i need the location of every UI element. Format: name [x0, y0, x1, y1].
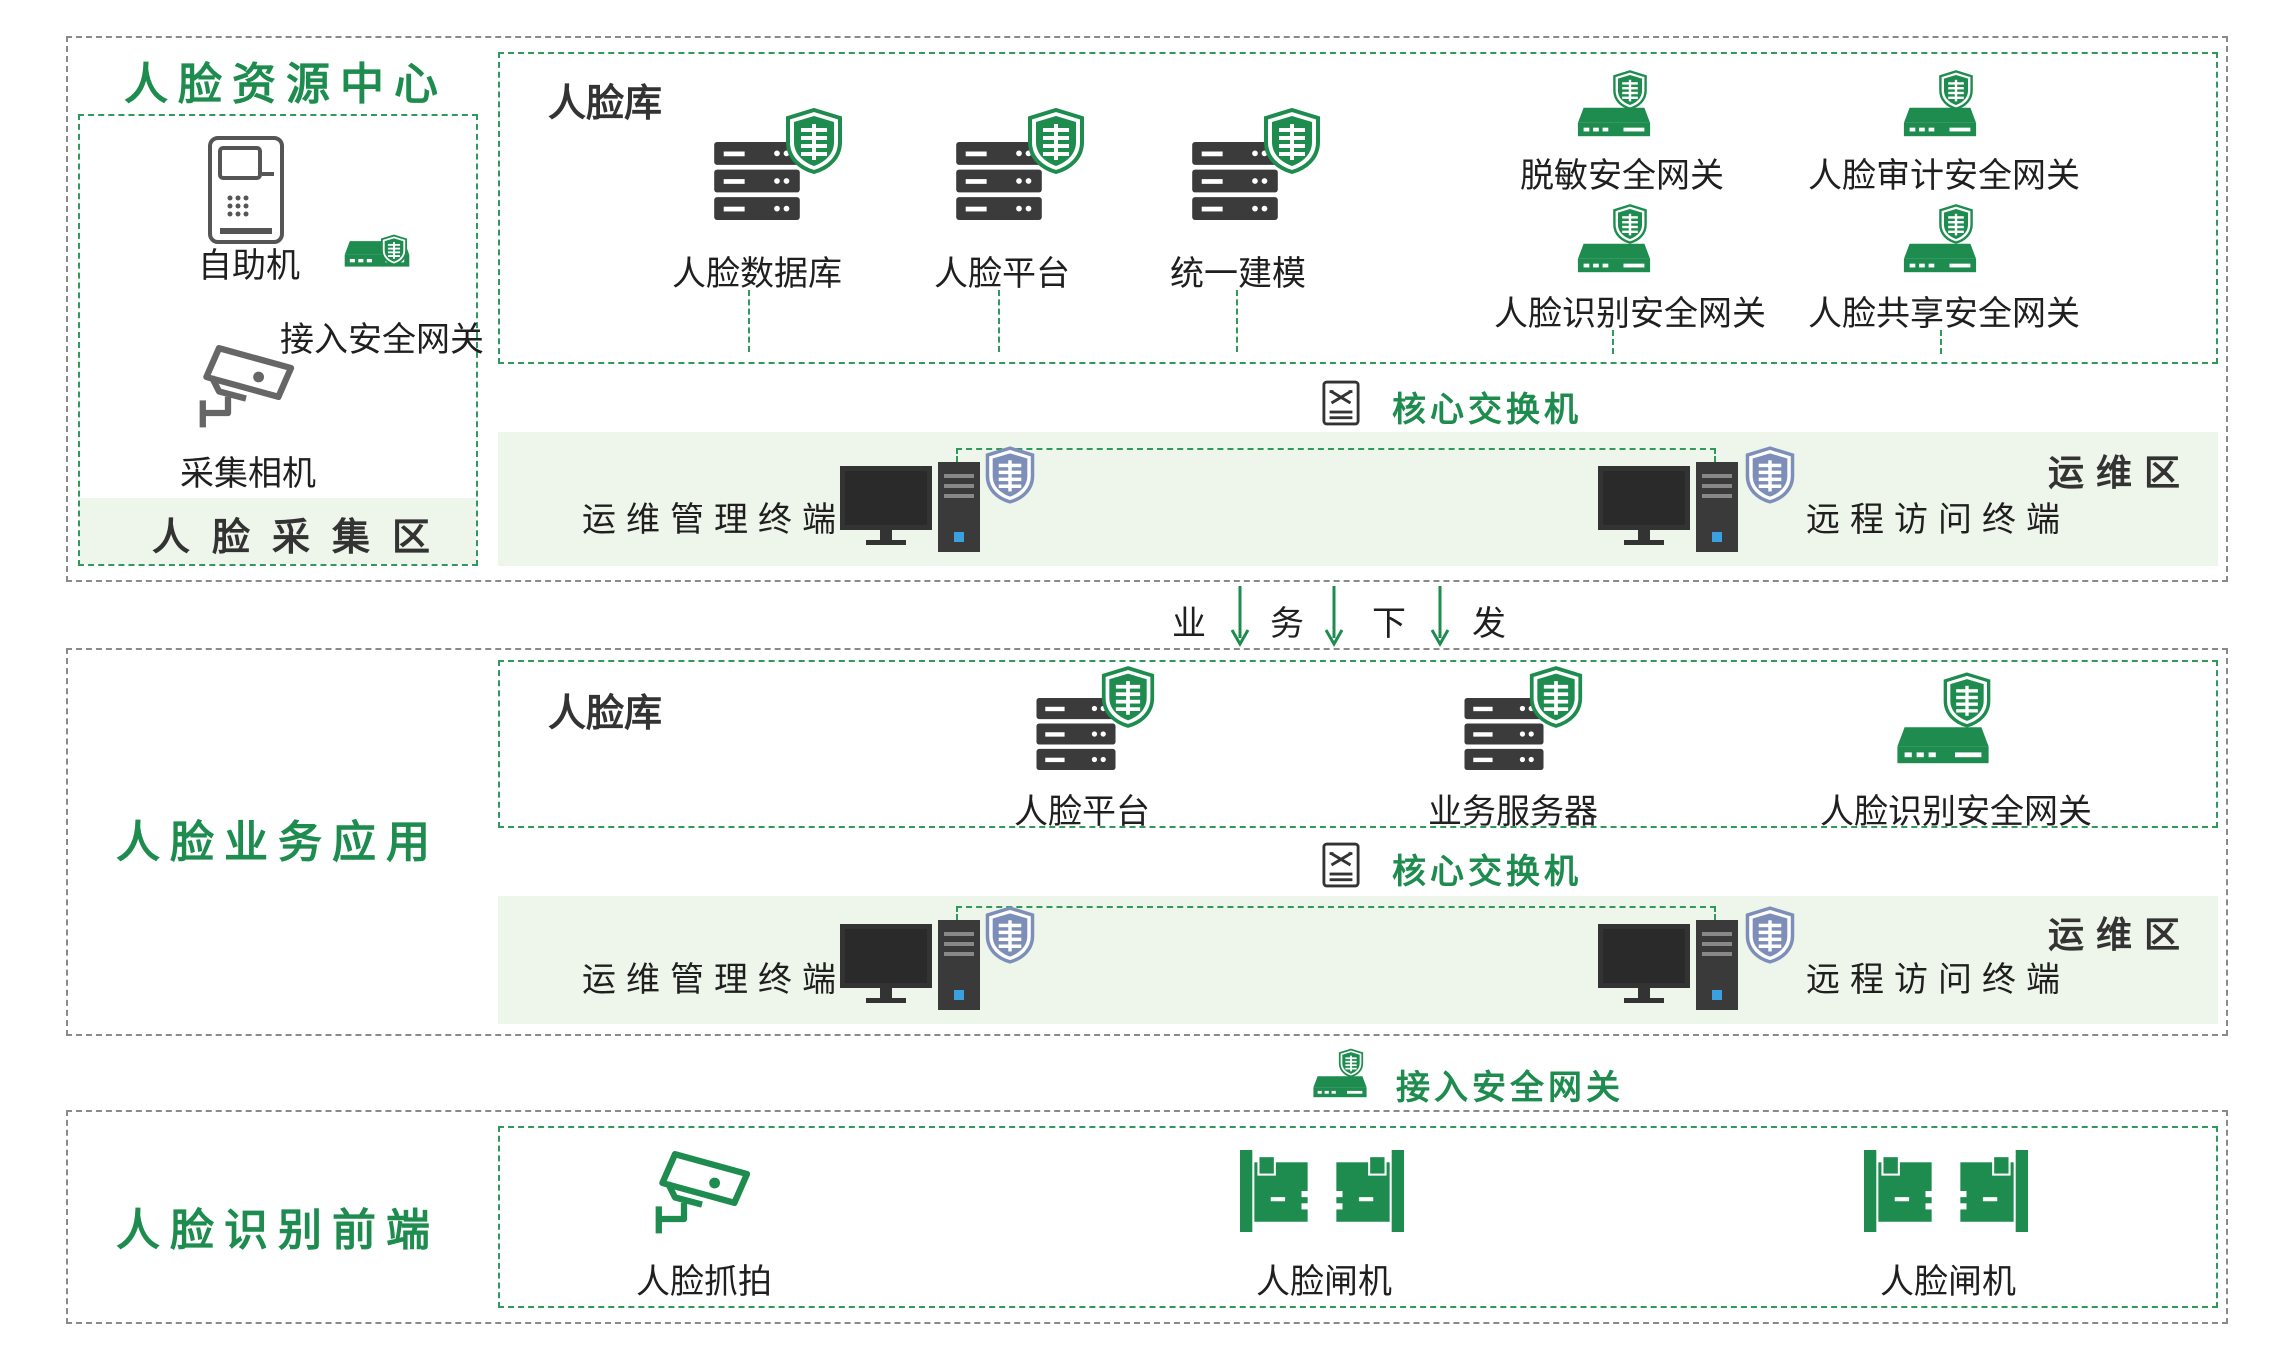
- shield-icon: [1612, 204, 1648, 244]
- resource-center-section: [66, 36, 2228, 582]
- capture-label: 人脸抓拍: [636, 1262, 772, 1302]
- connector-line: [956, 906, 1716, 908]
- platform-label: 人脸平台: [934, 254, 1070, 294]
- ops-zone: [498, 432, 2218, 566]
- access-gateway-label: 接入安全网关: [280, 320, 484, 360]
- connector-line: [1940, 330, 1942, 354]
- shield-icon: [1744, 906, 1796, 964]
- gate-icon: [1864, 1150, 2028, 1232]
- computer-icon: [840, 462, 980, 552]
- gate-label: 人脸闸机: [1880, 1262, 2016, 1302]
- ops-mgmt-label: 运维管理终端: [582, 500, 846, 540]
- frontend-title: 人脸识别前端: [116, 1205, 440, 1256]
- capture-camera-icon: [648, 1144, 756, 1240]
- business-title: 人脸业务应用: [116, 817, 440, 868]
- down-arrow-icon: [1430, 586, 1450, 648]
- connector-line: [956, 448, 1716, 450]
- ops-zone-title: 运维区: [2048, 915, 2193, 956]
- dispatch-char: 业: [1172, 604, 1206, 644]
- shield-icon: [1938, 70, 1974, 110]
- core-switch-label: 核心交换机: [1392, 390, 1582, 430]
- access-gateway-label: 接入安全网关: [1396, 1068, 1624, 1108]
- computer-icon: [1598, 462, 1738, 552]
- recognize-gateway-label: 人脸识别安全网关: [1820, 792, 2092, 832]
- shield-icon: [380, 234, 408, 266]
- remote-terminal-label: 远程访问终端: [1806, 960, 2070, 1000]
- database-label: 人脸数据库: [672, 254, 842, 294]
- shield-icon: [1100, 666, 1156, 728]
- collection-zone: [78, 114, 478, 566]
- connector-line: [1236, 290, 1238, 352]
- connector-line: [748, 290, 750, 352]
- ops-zone: [498, 896, 2218, 1024]
- down-arrow-icon: [1324, 586, 1344, 648]
- dispatch-char: 发: [1472, 604, 1506, 644]
- connector-line: [1612, 330, 1614, 354]
- shield-icon: [1938, 204, 1974, 244]
- core-switch-label: 核心交换机: [1392, 852, 1582, 892]
- face-library-title: 人脸库: [548, 691, 663, 735]
- core-switch-icon: [1322, 842, 1360, 888]
- ops-zone-title: 运维区: [2048, 453, 2193, 494]
- connector-line: [1714, 906, 1716, 928]
- remote-terminal-label: 远程访问终端: [1806, 500, 2070, 540]
- desensitize-gateway-label: 脱敏安全网关: [1520, 156, 1724, 196]
- connector-line: [956, 448, 958, 470]
- dispatch-char: 下: [1372, 604, 1406, 644]
- shield-icon: [1744, 446, 1796, 504]
- computer-icon: [840, 920, 980, 1010]
- shield-icon: [1942, 672, 1992, 728]
- share-gateway-label: 人脸共享安全网关: [1808, 294, 2080, 334]
- face-library-title: 人脸库: [548, 81, 663, 125]
- gate-label: 人脸闸机: [1256, 1262, 1392, 1302]
- face-library-zone: [498, 660, 2218, 828]
- shield-icon: [1612, 70, 1648, 110]
- shield-icon: [1262, 108, 1322, 174]
- camera-icon: [192, 340, 300, 432]
- collection-zone-band: [80, 498, 476, 564]
- business-section: [66, 648, 2228, 1036]
- recognize-gateway-label: 人脸识别安全网关: [1494, 294, 1766, 334]
- shield-icon: [1026, 108, 1086, 174]
- gate-icon: [1240, 1150, 1404, 1232]
- camera-label: 采集相机: [180, 454, 316, 494]
- collection-zone-title: 人脸采集区: [152, 515, 453, 559]
- shield-icon: [784, 108, 844, 174]
- kiosk-label: 自助机: [198, 246, 300, 286]
- shield-icon: [1338, 1048, 1364, 1078]
- business-server-label: 业务服务器: [1428, 792, 1598, 832]
- connector-line: [956, 906, 958, 928]
- dispatch-char: 务: [1270, 604, 1304, 644]
- shield-icon: [1528, 666, 1584, 728]
- ops-mgmt-label: 运维管理终端: [582, 960, 846, 1000]
- shield-icon: [984, 446, 1036, 504]
- frontend-zone: [498, 1126, 2218, 1308]
- resource-center-title: 人脸资源中心: [124, 59, 448, 110]
- modeling-label: 统一建模: [1170, 254, 1306, 294]
- computer-icon: [1598, 920, 1738, 1010]
- kiosk-icon: [206, 136, 286, 246]
- face-library-zone: [498, 52, 2218, 364]
- connector-line: [1714, 448, 1716, 470]
- core-switch-icon: [1322, 380, 1360, 426]
- frontend-section: [66, 1110, 2228, 1324]
- connector-line: [998, 290, 1000, 352]
- audit-gateway-label: 人脸审计安全网关: [1808, 156, 2080, 196]
- down-arrow-icon: [1230, 586, 1250, 648]
- platform-label: 人脸平台: [1014, 792, 1150, 832]
- shield-icon: [984, 906, 1036, 964]
